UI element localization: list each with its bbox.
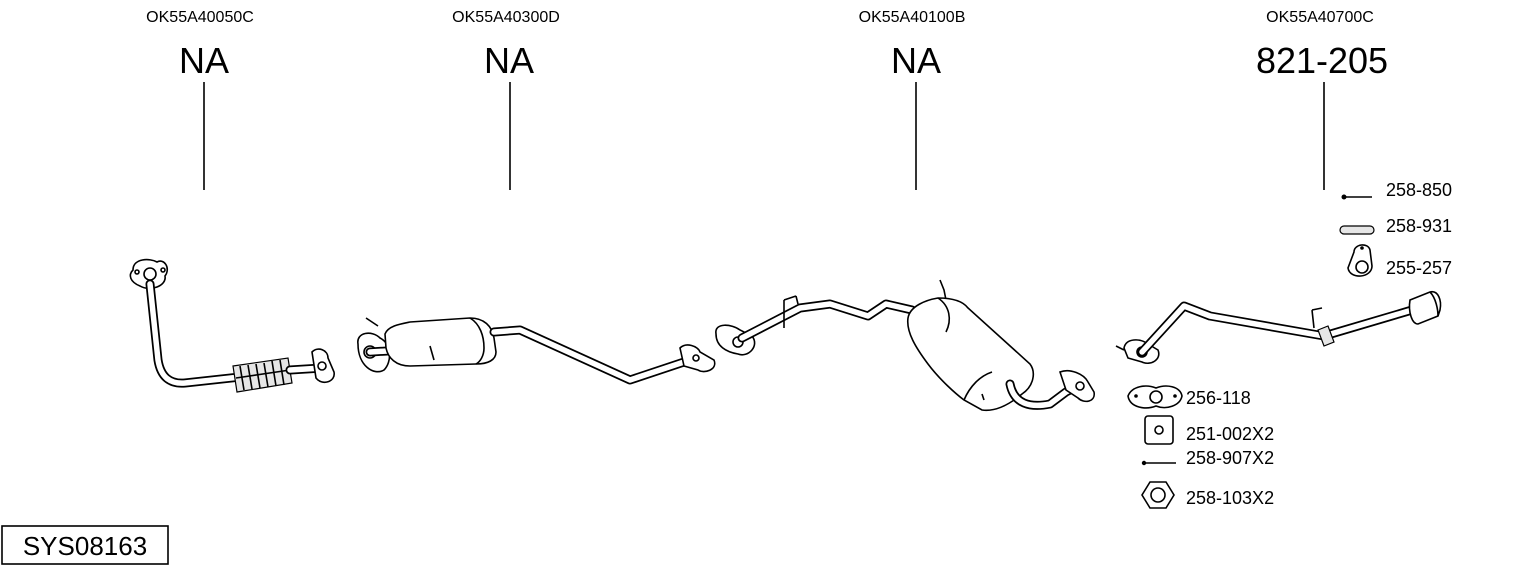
accessory-258-907X2[interactable]: 258-907X2 [1141,448,1274,468]
part-number[interactable]: NA [484,40,534,81]
accessory-code: 258-931 [1386,216,1452,236]
accessory-251-002X2[interactable]: 251-002X2 [1144,415,1274,445]
gasket-icon [1127,385,1183,409]
system-code: SYS08163 [23,531,147,561]
rear-silencer-drawing [715,279,1095,412]
bolt-icon [1341,194,1372,200]
accessory-258-850[interactable]: 258-850 [1341,180,1453,200]
square-washer-icon [1144,415,1174,445]
front-pipe-drawing [129,258,335,393]
part-number[interactable]: NA [179,40,229,81]
section-2[interactable]: OK55A40300D NA [452,9,560,190]
accessory-258-103X2[interactable]: 258-103X2 [1141,481,1274,509]
part-number[interactable]: NA [891,40,941,81]
accessory-code: 256-118 [1186,388,1251,408]
oem-number: OK55A40100B [859,9,966,26]
accessory-256-118[interactable]: 256-118 [1127,385,1251,409]
section-3[interactable]: OK55A40100B NA [859,9,966,190]
oem-number: OK55A40300D [452,9,560,26]
accessory-code: 255-257 [1386,258,1452,278]
accessory-code: 258-850 [1386,180,1452,200]
accessory-code: 251-002X2 [1186,424,1274,444]
accessory-code: 258-907X2 [1186,448,1274,468]
center-silencer-drawing [357,317,716,385]
accessory-258-931[interactable]: 258-931 [1339,216,1452,236]
hex-nut-icon [1141,481,1175,509]
rubber-hanger-icon [1347,244,1373,277]
accessory-code: 258-103X2 [1186,488,1274,508]
long-bolt-icon [1141,460,1176,466]
oem-number: OK55A40050C [146,9,254,26]
section-1[interactable]: OK55A40050C NA [146,9,254,190]
section-4[interactable]: OK55A40700C 821-205 [1256,9,1388,190]
part-number[interactable]: 821-205 [1256,40,1388,81]
oem-number: OK55A40700C [1266,9,1374,26]
tail-pipe-drawing [1115,290,1442,365]
system-code-badge: SYS08163 [1,525,169,565]
sleeve-icon [1339,225,1375,235]
accessory-255-257[interactable]: 255-257 [1347,244,1452,278]
